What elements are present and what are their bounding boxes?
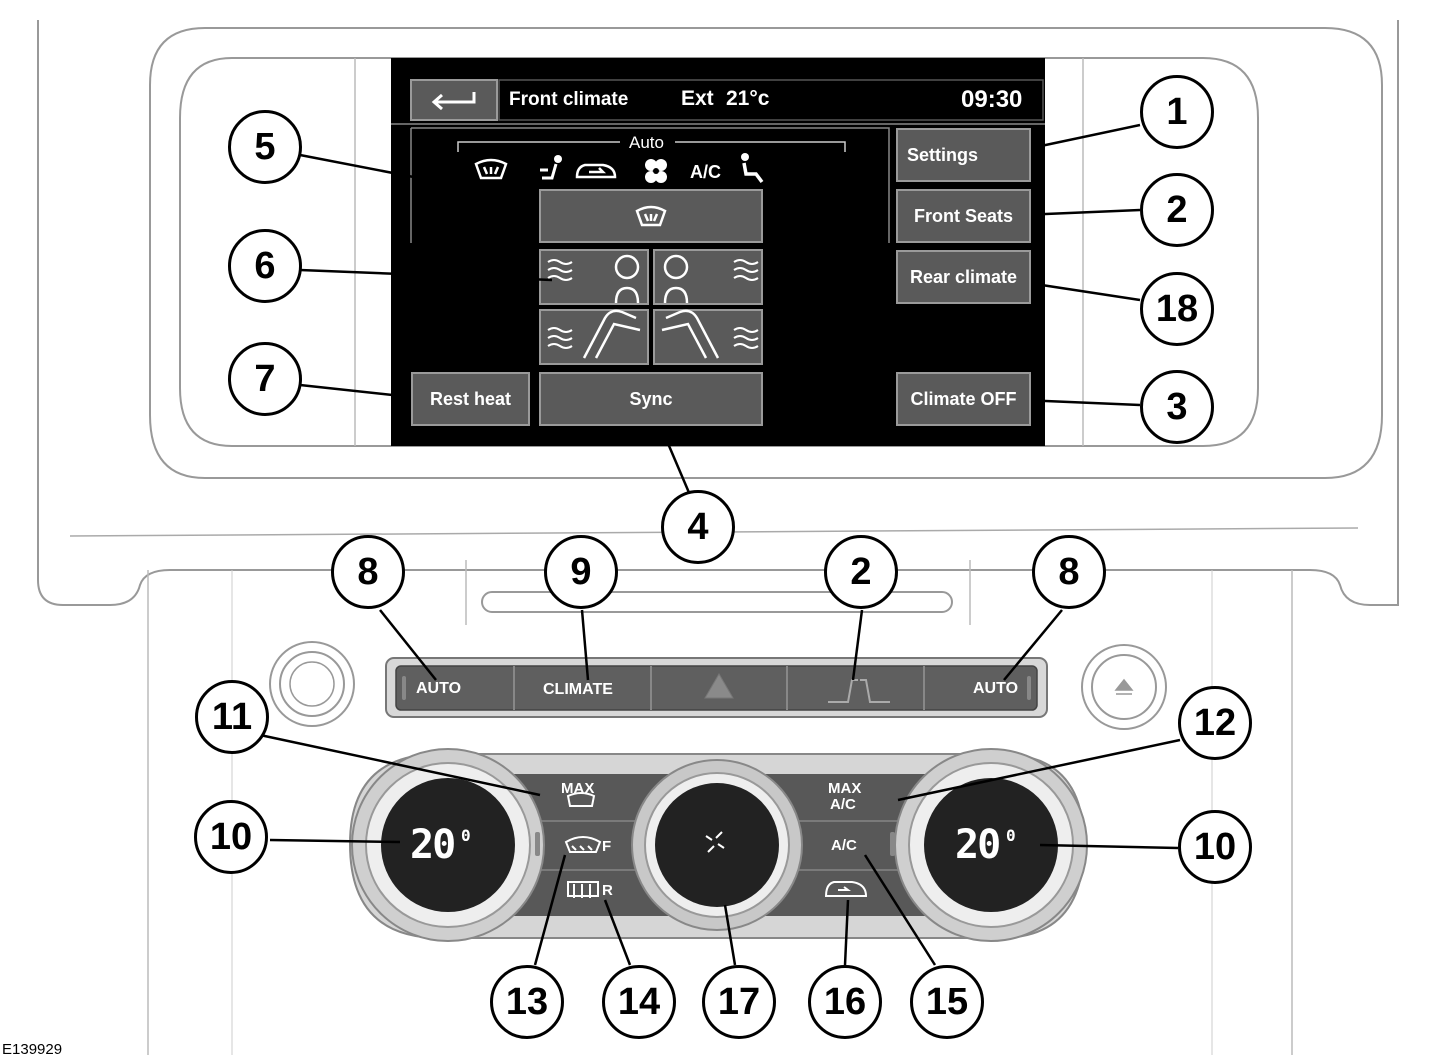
rear-defrost-button[interactable]: R [602, 882, 613, 899]
rest-heat-button[interactable]: Rest heat [411, 372, 530, 426]
hazard-triangle-icon [704, 673, 734, 699]
recirculation-icon [575, 161, 619, 186]
screen-frame [179, 57, 1259, 447]
callout-15: 15 [910, 965, 984, 1039]
callout-17: 17 [702, 965, 776, 1039]
auto-right-button[interactable]: AUTO [973, 680, 1019, 697]
left-temperature-display: 20 [410, 822, 456, 868]
left-temperature-decimal: 0 [461, 826, 471, 845]
defrost-max-icon [566, 792, 596, 807]
max-defrost-screen-button[interactable] [539, 189, 763, 243]
callout-2-lower: 2 [824, 535, 898, 609]
eject-icon [1114, 678, 1134, 695]
fan-icon [642, 157, 670, 190]
climate-off-button[interactable]: Climate OFF [896, 372, 1031, 426]
callout-5: 5 [228, 110, 302, 184]
max-ac-line1[interactable]: MAX [828, 780, 862, 797]
callout-11: 11 [195, 680, 269, 754]
screen-title: Front climate [509, 89, 629, 110]
callout-1: 1 [1140, 75, 1214, 149]
figure-id: E139929 [2, 1041, 63, 1058]
front-seats-button[interactable]: Front Seats [896, 189, 1031, 243]
sync-button[interactable]: Sync [539, 372, 763, 426]
front-defrost-button[interactable]: F [602, 838, 612, 855]
auto-left-button[interactable]: AUTO [416, 680, 462, 697]
callout-10-right: 10 [1178, 810, 1252, 884]
callout-3: 3 [1140, 370, 1214, 444]
defrost-rear-icon [567, 881, 599, 898]
cd-slot [481, 591, 953, 613]
callout-8-left: 8 [331, 535, 405, 609]
back-arrow-icon[interactable] [428, 90, 480, 111]
max-ac-line2[interactable]: A/C [830, 796, 856, 813]
callout-6: 6 [228, 229, 302, 303]
defrost-icon [474, 158, 508, 187]
bezel-outline [37, 20, 1399, 606]
right-temperature-display: 20 [955, 822, 1001, 868]
right-temperature-decimal: 0 [1006, 826, 1016, 845]
ac-indicator: A/C [690, 162, 721, 182]
face-vent-icon [538, 154, 564, 189]
callout-16: 16 [808, 965, 882, 1039]
callout-4: 4 [661, 490, 735, 564]
max-defrost-button[interactable]: MAX [561, 780, 595, 797]
clock-time: 09:30 [961, 86, 1023, 113]
defrost-icon [635, 205, 667, 227]
callout-2: 2 [1140, 173, 1214, 247]
callout-7: 7 [228, 342, 302, 416]
ac-button[interactable]: A/C [831, 837, 857, 854]
callout-10-left: 10 [194, 800, 268, 874]
rear-climate-button[interactable]: Rear climate [896, 250, 1031, 304]
climate-button[interactable]: CLIMATE [543, 681, 613, 698]
settings-button[interactable]: Settings [896, 128, 1031, 182]
recirculation-icon [824, 881, 868, 897]
screen-surround [149, 27, 1383, 479]
defrost-front-icon [564, 836, 602, 853]
callout-12: 12 [1178, 686, 1252, 760]
ext-label: Ext [681, 87, 714, 110]
callout-13: 13 [490, 965, 564, 1039]
ext-temperature: 21°c [726, 87, 770, 110]
callout-18: 18 [1140, 272, 1214, 346]
callout-9: 9 [544, 535, 618, 609]
callout-14: 14 [602, 965, 676, 1039]
seats-icon [828, 679, 890, 703]
callout-8-right: 8 [1032, 535, 1106, 609]
auto-label: Auto [629, 133, 664, 152]
seat-occupant-icon [738, 152, 766, 189]
